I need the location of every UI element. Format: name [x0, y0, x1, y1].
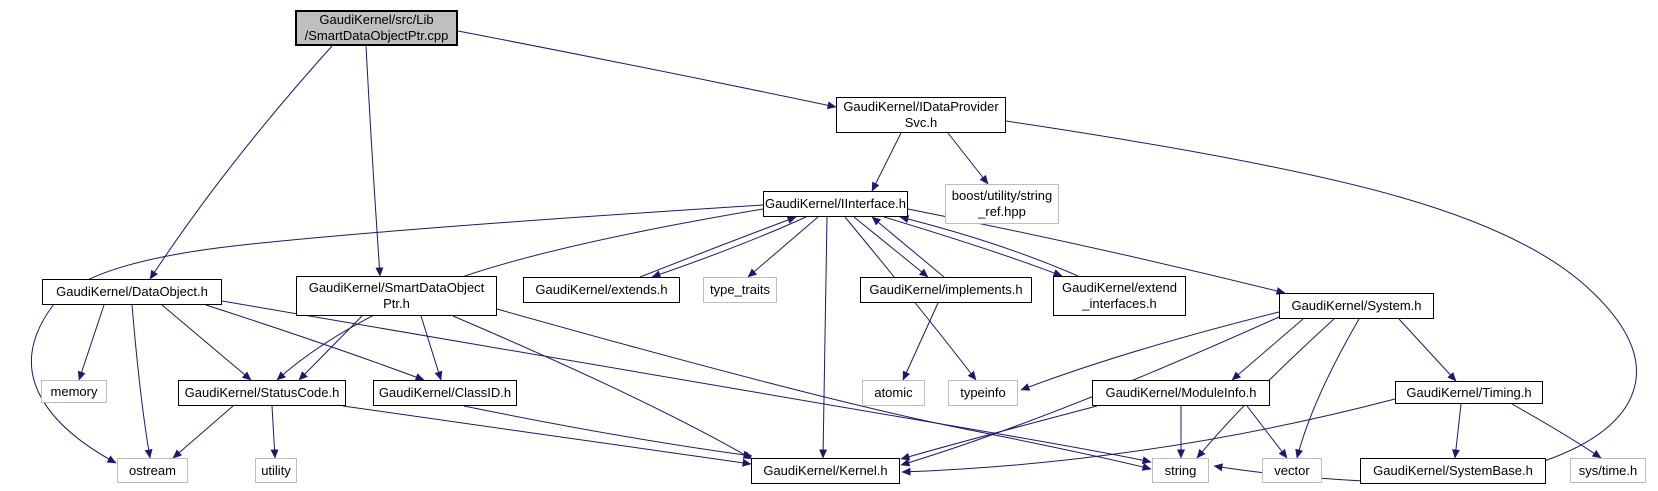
edge-smartdataobjectptr-to-statuscode	[298, 315, 363, 381]
edge-idataprovidersvc-to-iinterface	[871, 132, 902, 192]
node-dataobject-h[interactable]: GaudiKernel/DataObject.h	[42, 279, 222, 305]
node-sys-time-h: sys/time.h	[1570, 458, 1646, 483]
edge-system-to-moduleinfo	[1231, 318, 1304, 381]
edge-classid-to-kernel	[463, 405, 753, 459]
edge-smartdataobjectptr-to-kernel	[452, 315, 753, 460]
edge-timing-to-systembase	[1451, 403, 1462, 459]
node-kernel-h[interactable]: GaudiKernel/Kernel.h	[751, 458, 900, 484]
edge-extends-to-iinterface	[639, 216, 797, 278]
node-typeinfo: typeinfo	[948, 380, 1018, 406]
node-boost-string-ref-hpp: boost/utility/string _ref.hpp	[945, 184, 1059, 224]
edge-implements-to-atomic	[902, 302, 939, 381]
edge-dataobject-to-ostream	[131, 304, 153, 459]
edge-iinterface-to-extend-interfaces	[883, 216, 1063, 277]
node-idataprovidersvc-h[interactable]: GaudiKernel/IDataProvider Svc.h	[836, 97, 1006, 133]
edge-root-to-dataobject	[149, 45, 333, 280]
edge-dataobject-to-string	[221, 300, 1152, 465]
edge-dataobject-to-classid	[205, 304, 425, 381]
node-classid-h[interactable]: GaudiKernel/ClassID.h	[373, 380, 517, 406]
edge-root-to-idataprovidersvc	[457, 30, 837, 110]
node-implements-h[interactable]: GaudiKernel/implements.h	[860, 277, 1032, 303]
node-systembase-h[interactable]: GaudiKernel/SystemBase.h	[1360, 458, 1546, 484]
edge-iinterface-to-type-traits	[747, 216, 819, 278]
node-iinterface-h[interactable]: GaudiKernel/IInterface.h	[763, 191, 908, 217]
edge-statuscode-to-kernel	[342, 405, 752, 467]
edge-dataobject-to-statuscode	[161, 304, 252, 381]
node-type-traits: type_traits	[703, 277, 777, 303]
node-smartdataobjectptr-cpp: GaudiKernel/src/Lib /SmartDataObjectPtr.…	[295, 10, 458, 46]
node-timing-h[interactable]: GaudiKernel/Timing.h	[1395, 381, 1543, 404]
edge-system-to-typeinfo	[1020, 311, 1280, 391]
edge-system-to-vector	[1295, 318, 1360, 459]
edge-iinterface-to-typeinfo	[844, 216, 977, 381]
edge-smartdataobjectptr-to-string	[496, 308, 1152, 471]
node-moduleinfo-h[interactable]: GaudiKernel/ModuleInfo.h	[1092, 380, 1270, 406]
node-extend-interfaces-h[interactable]: GaudiKernel/extend _interfaces.h	[1053, 276, 1186, 316]
edge-implements-to-iinterface	[871, 216, 945, 278]
edge-extend-interfaces-to-iinterface	[899, 215, 1079, 277]
edge-smartdataobjectptr-to-classid	[420, 315, 443, 381]
edge-iinterface-to-kernel	[819, 216, 828, 459]
node-extends-h[interactable]: GaudiKernel/extends.h	[523, 277, 680, 303]
edge-statuscode-to-utility	[270, 405, 279, 459]
edge-moduleinfo-to-kernel	[900, 405, 1098, 461]
node-vector: vector	[1262, 458, 1322, 483]
node-string: string	[1152, 458, 1209, 483]
edge-statuscode-to-ostream	[172, 405, 234, 459]
node-statuscode-h[interactable]: GaudiKernel/StatusCode.h	[178, 380, 346, 406]
node-ostream: ostream	[117, 458, 188, 483]
node-memory: memory	[41, 380, 107, 403]
edge-iinterface-to-ostream	[31, 204, 764, 464]
node-utility: utility	[255, 458, 297, 483]
edge-root-to-smartdataobjectptr	[365, 45, 384, 277]
node-system-h[interactable]: GaudiKernel/System.h	[1279, 293, 1434, 319]
edge-timing-to-kernel	[901, 398, 1396, 476]
node-smartdataobjectptr-h[interactable]: GaudiKernel/SmartDataObject Ptr.h	[296, 276, 497, 316]
edge-system-to-timing	[1398, 318, 1457, 382]
node-atomic: atomic	[862, 380, 925, 406]
edge-system-to-kernel	[900, 316, 1280, 467]
edge-idataprovidersvc-to-boost-string-ref	[947, 132, 989, 185]
edge-iinterface-to-implements	[853, 216, 929, 278]
edge-timing-to-sys-time	[1511, 403, 1602, 459]
edge-dataobject-to-memory	[77, 304, 105, 381]
edge-moduleinfo-to-vector	[1246, 405, 1288, 459]
